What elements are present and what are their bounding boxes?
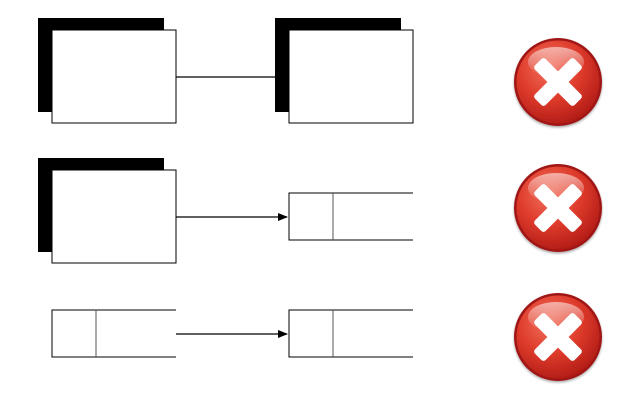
x-bar-2 [534, 184, 582, 232]
x-bar-2 [534, 58, 582, 106]
target-shadowed-box [275, 18, 414, 124]
split-box-outline [51, 309, 176, 358]
split-box-fill [52, 310, 176, 357]
diagram-row-2 [38, 158, 602, 264]
source-shadowed-box [38, 18, 177, 124]
error-x-mark [534, 184, 582, 232]
diagram-row-1 [38, 18, 602, 126]
target-split-box [288, 192, 413, 241]
box-body [51, 29, 177, 124]
diagram-row-3 [51, 293, 602, 381]
target-split-box [288, 309, 413, 358]
split-box-outline [288, 309, 413, 358]
x-bar-2 [534, 313, 582, 361]
box-body [51, 169, 177, 264]
split-box-outline [288, 192, 413, 241]
box-body [288, 29, 414, 124]
error-x-icon [514, 164, 602, 252]
error-x-icon [514, 38, 602, 126]
split-box-fill [289, 193, 413, 240]
source-shadowed-box [38, 158, 177, 264]
error-x-mark [534, 58, 582, 106]
source-split-box [51, 309, 176, 358]
split-box-fill [289, 310, 413, 357]
error-x-icon [514, 293, 602, 381]
error-x-mark [534, 313, 582, 361]
